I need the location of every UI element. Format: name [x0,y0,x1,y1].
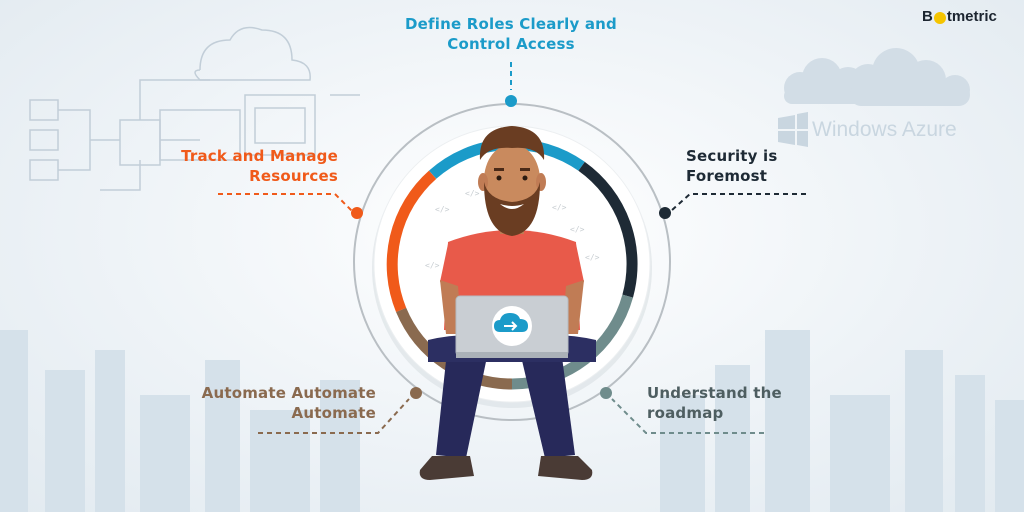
logo-prefix: B [922,8,933,25]
code-doodles: </> </> </> </> </> </> [425,189,600,270]
windows-azure-watermark: Windows Azure [812,118,957,141]
svg-text:</>: </> [570,225,585,234]
windows-logo-icon [778,112,808,147]
connector-automate [258,387,422,434]
connector-define [505,62,517,107]
label-roadmap: Understand the roadmap [647,384,782,422]
svg-text:</>: </> [552,203,567,212]
svg-text:</>: </> [465,189,480,198]
svg-text:</>: </> [585,253,600,262]
svg-text:</>: </> [435,205,450,214]
city-skyline [0,330,1024,512]
connector-roadmap [600,387,764,434]
azure-cloud-icon [492,306,532,346]
svg-text:</>: </> [425,261,440,270]
left-shoe [419,456,474,480]
label-define-roles: Define Roles Clearly and Control Access [404,15,617,53]
network-line-art [29,26,360,191]
botmetric-logo: B tmetric [922,8,997,25]
label-security: Security is Foremost [686,147,778,185]
connector-track [218,193,363,219]
logo-suffix: tmetric [946,8,997,25]
logo-dot-icon [933,11,946,24]
label-track-resources: Track and Manage Resources [181,147,338,185]
connector-security [659,193,806,219]
background-clouds [784,48,970,106]
right-shoe [538,456,593,480]
label-automate: Automate Automate Automate [201,384,376,422]
